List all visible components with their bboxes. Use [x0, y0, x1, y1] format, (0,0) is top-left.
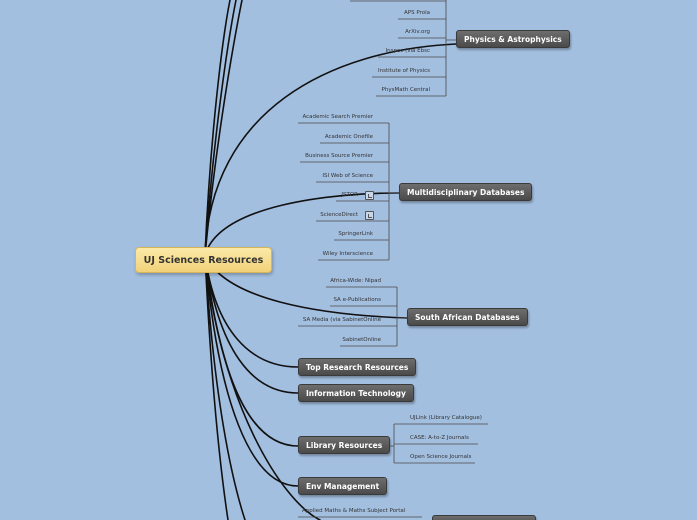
leaf-institute-of-physics[interactable]: Institute of Physics [378, 68, 430, 74]
topic-south-african[interactable]: South African Databases [407, 308, 528, 326]
leaf-springerlink[interactable]: SpringerLink [338, 231, 373, 237]
bracket-south-african [396, 287, 407, 346]
leaf-aps-prola[interactable]: APS Prola [404, 10, 430, 16]
bracket-multidisciplinary [388, 123, 399, 260]
leaf-sabinetonline[interactable]: SabinetOnline [342, 337, 381, 343]
root-node[interactable]: UJ Sciences Resources [135, 247, 272, 273]
topic-physics[interactable]: Physics & Astrophysics [456, 30, 570, 48]
connector-offscreen-bottom-1 [204, 254, 229, 520]
link-icon[interactable] [365, 211, 374, 220]
connector-offscreen-bottom-2 [204, 254, 246, 520]
topic-offscreen-bottom[interactable] [432, 515, 536, 520]
topic-multidisciplinary[interactable]: Multidisciplinary Databases [399, 183, 533, 201]
leaf-jstor[interactable]: JSTOR [341, 192, 358, 198]
connector-information-technology [204, 254, 299, 394]
leaf-wiley-interscience[interactable]: Wiley Interscience [322, 251, 373, 257]
leaf-ujlink[interactable]: UJLink (Library Catalogue) [410, 415, 482, 421]
connector-physics [204, 43, 457, 256]
connector-offscreen-bottom-3 [204, 254, 321, 520]
topic-information-technology[interactable]: Information Technology [298, 384, 414, 402]
leaf-academic-search-premier[interactable]: Academic Search Premier [302, 114, 373, 120]
topic-library[interactable]: Library Resources [298, 436, 391, 454]
connector-multidisciplinary [204, 192, 400, 256]
leaf-sa-epublications[interactable]: SA e-Publications [333, 297, 381, 303]
topic-env-management[interactable]: Env Management [298, 477, 388, 495]
leaf-africa-wide[interactable]: Africa-Wide: Nipad [330, 278, 381, 284]
leaf-isi-web-of-science[interactable]: ISI Web of Science [322, 173, 373, 179]
leaf-sciencedirect[interactable]: ScienceDirect [320, 212, 358, 218]
connector-offscreen-top-1 [204, 0, 231, 256]
leaf-sa-media[interactable]: SA Media (via SabinetOnline [302, 317, 381, 323]
leaf-physmath-central[interactable]: PhysMath Central [381, 87, 430, 93]
leaf-applied-maths[interactable]: Applied Maths & Maths Subject Portal [302, 508, 406, 514]
leaf-open-science-journals[interactable]: Open Science Journals [410, 454, 472, 460]
leaf-academic-onefile[interactable]: Academic Onefile [324, 134, 373, 140]
leaf-case-journals[interactable]: CASE: A-to-Z Journals [410, 435, 469, 441]
leaf-business-source-premier[interactable]: Business Source Premier [305, 153, 373, 159]
leaf-inspec[interactable]: Inspec (via Ebsc [385, 48, 430, 54]
link-icon[interactable] [365, 191, 374, 200]
leaf-arxiv[interactable]: ArXiv.org [405, 29, 430, 35]
topic-top-research[interactable]: Top Research Resources [298, 358, 417, 376]
connector-offscreen-top-2 [204, 0, 237, 256]
bracket-physics [445, 0, 456, 96]
connector-library [204, 254, 299, 447]
